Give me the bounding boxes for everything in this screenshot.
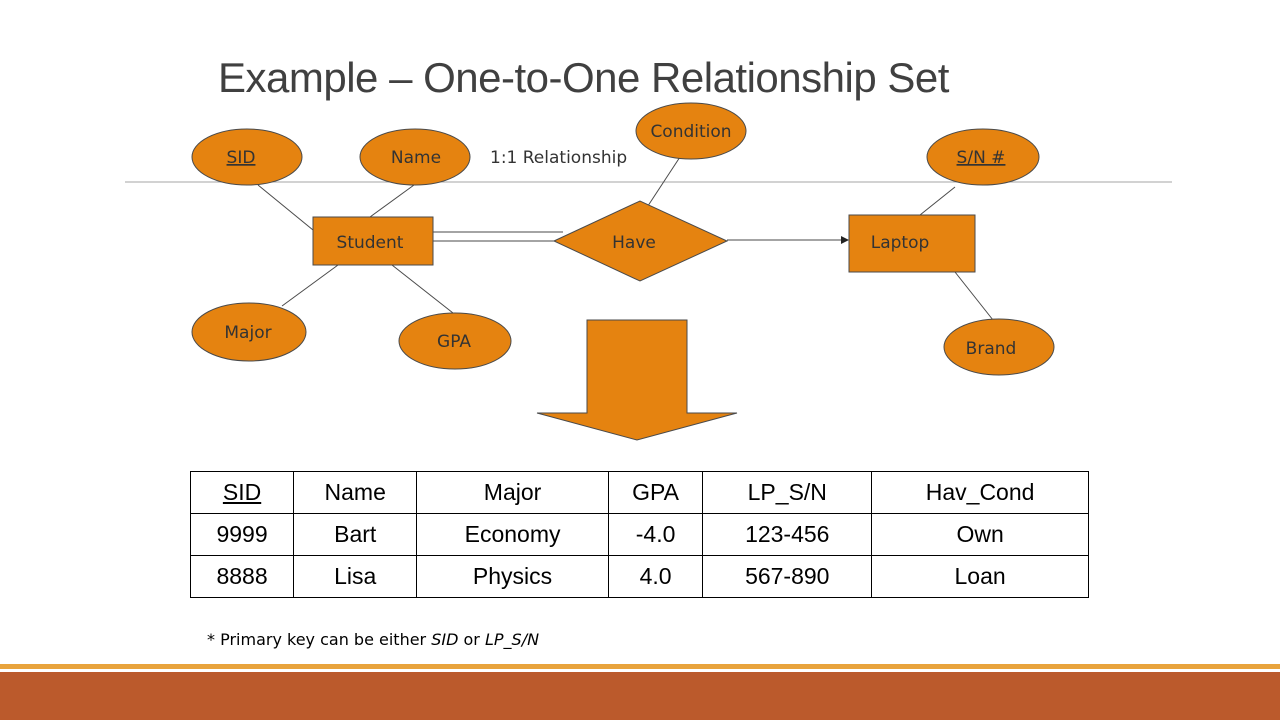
attribute-gpa-ellipse [398, 312, 512, 370]
table-cell: 4.0 [607, 555, 704, 598]
arrowhead [841, 236, 849, 244]
attribute-sn-label: S/N # [957, 148, 1006, 168]
entity-laptop-box [848, 214, 976, 273]
attribute-condition-label: Condition [650, 122, 731, 142]
table-header-cell: Name [293, 471, 418, 514]
table-cell: -4.0 [607, 513, 704, 556]
table-row: 9999 Bart Economy -4.0 123-456 Own [189, 513, 1089, 556]
attribute-name-ellipse [359, 128, 471, 186]
connector-name-student [369, 184, 415, 218]
table-cell: Physics [416, 555, 609, 598]
footnote-prefix: * Primary key can be either [207, 630, 432, 649]
table-cell: 9999 [189, 513, 295, 556]
table-header-cell: GPA [607, 471, 704, 514]
attribute-sid-ellipse [191, 128, 303, 186]
connector-student-major [281, 264, 339, 307]
transform-down-arrow [536, 319, 738, 441]
relationship-have-label: Have [612, 233, 656, 253]
entity-student-label: Student [337, 233, 404, 253]
entity-student-box [312, 216, 434, 266]
attribute-brand-label: Brand [966, 339, 1017, 359]
table-header-cell: LP_S/N [702, 471, 873, 514]
footer-bar [0, 672, 1280, 720]
table-cell: Economy [416, 513, 609, 556]
footnote-middle: or [458, 630, 485, 649]
relationship-have-diamond [552, 200, 729, 282]
table-header-row: SID Name Major GPA LP_S/N Hav_Cond [189, 471, 1089, 514]
footnote-key-lp-sn: LP_S/N [484, 630, 540, 649]
attribute-condition-ellipse [635, 102, 747, 160]
table-header-cell: Major [416, 471, 609, 514]
table-row: 8888 Lisa Physics 4.0 567-890 Loan [189, 555, 1089, 598]
footnote-key-sid: SID [431, 630, 459, 649]
table-cell: 123-456 [702, 513, 873, 556]
attribute-name-label: Name [391, 148, 441, 168]
slide-title: Example – One-to-One Relationship Set [218, 54, 949, 101]
table-header-cell: SID [189, 471, 295, 514]
attribute-brand-ellipse [943, 318, 1055, 376]
connector-student-gpa [391, 264, 454, 314]
table-cell: Loan [871, 555, 1089, 598]
table-cell: 567-890 [702, 555, 873, 598]
table-header-cell: Hav_Cond [871, 471, 1089, 514]
attribute-sid-label: SID [227, 148, 256, 168]
table-cell: Own [871, 513, 1089, 556]
table-cell: Lisa [293, 555, 418, 598]
table-cell: Bart [293, 513, 418, 556]
relationship-cardinality-label: 1:1 Relationship [490, 148, 627, 168]
attribute-gpa-label: GPA [437, 332, 471, 352]
table-cell: 8888 [189, 555, 295, 598]
footnote: * Primary key can be either SID or LP_S/… [207, 630, 539, 649]
footer-accent-bar [0, 664, 1280, 669]
connector-sid-student [257, 184, 314, 231]
entity-laptop-label: Laptop [871, 233, 930, 253]
relation-table: SID Name Major GPA LP_S/N Hav_Cond 9999 … [189, 471, 1089, 598]
attribute-sn-ellipse [926, 128, 1040, 186]
attribute-major-ellipse [191, 302, 307, 362]
connector-laptop-brand [954, 271, 994, 321]
attribute-major-label: Major [224, 323, 271, 343]
connector-sn-laptop [919, 186, 956, 216]
